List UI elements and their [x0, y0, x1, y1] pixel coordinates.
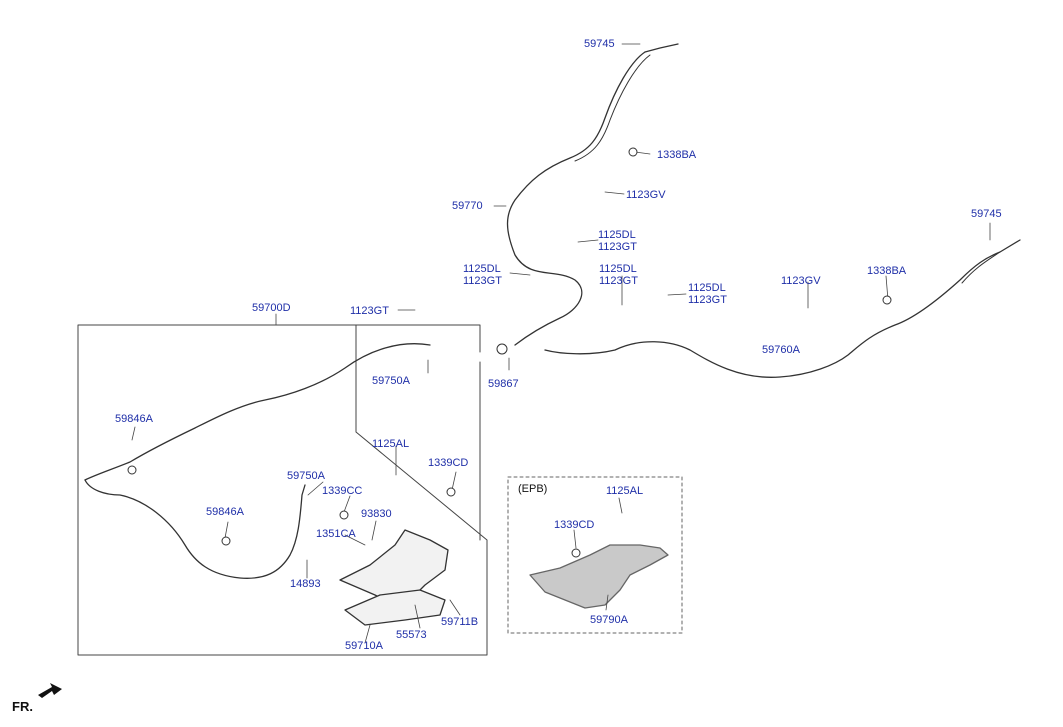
part-1125DL-d[interactable]: 1125DL — [688, 282, 726, 294]
part-1123GV-right[interactable]: 1123GV — [781, 275, 821, 287]
part-59710A[interactable]: 59710A — [345, 640, 383, 652]
part-1339CD[interactable]: 1339CD — [428, 457, 469, 469]
part-59760A[interactable]: 59760A — [762, 344, 800, 356]
part-1339CD-epb[interactable]: 1339CD — [554, 519, 595, 531]
part-59711B[interactable]: 59711B — [441, 616, 479, 628]
part-1123GV-top[interactable]: 1123GV — [626, 189, 666, 201]
front-arrow-icon — [38, 683, 62, 698]
part-1123GT-b[interactable]: 1123GT — [463, 275, 502, 287]
part-1339CC[interactable]: 1339CC — [322, 485, 363, 497]
part-1123GT-e[interactable]: 1123GT — [350, 305, 389, 317]
part-59745-top[interactable]: 59745 — [584, 38, 615, 50]
part-59745-right[interactable]: 59745 — [971, 208, 1002, 220]
part-93830[interactable]: 93830 — [361, 508, 392, 520]
part-59750A-top[interactable]: 59750A — [372, 375, 410, 387]
part-59750A-low[interactable]: 59750A — [287, 470, 325, 482]
epb-label: (EPB) — [518, 483, 548, 495]
part-59846A-b[interactable]: 59846A — [206, 506, 244, 518]
epb-bracket — [529, 544, 669, 609]
leader-lines — [131, 43, 991, 644]
front-cable-upper — [84, 343, 431, 481]
part-59790A[interactable]: 59790A — [590, 614, 628, 626]
part-14893[interactable]: 14893 — [290, 578, 321, 590]
part-1125DL-a[interactable]: 1125DL — [598, 229, 636, 241]
part-59867[interactable]: 59867 — [488, 378, 519, 390]
part-1338BA-top[interactable]: 1338BA — [657, 149, 697, 161]
part-1123GT-c[interactable]: 1123GT — [599, 275, 638, 287]
part-1125AL-epb[interactable]: 1125AL — [606, 485, 644, 497]
part-55573[interactable]: 55573 — [396, 629, 427, 641]
part-1125DL-c[interactable]: 1125DL — [599, 263, 637, 275]
part-59700D[interactable]: 59700D — [252, 302, 291, 314]
part-1351CA[interactable]: 1351CA — [316, 528, 356, 540]
cable-59760A — [544, 239, 1021, 378]
cable-59770 — [506, 51, 646, 346]
part-59770[interactable]: 59770 — [452, 200, 483, 212]
front-direction-label: FR. — [12, 699, 33, 714]
epb-box — [507, 476, 683, 634]
front-cable-lower — [84, 479, 306, 579]
assembly-box-59700D — [77, 324, 488, 656]
part-59846A-a[interactable]: 59846A — [115, 413, 153, 425]
part-1125DL-b[interactable]: 1125DL — [463, 263, 501, 275]
part-1125AL[interactable]: 1125AL — [372, 438, 410, 450]
part-1123GT-d[interactable]: 1123GT — [688, 294, 727, 306]
cable-59770-sheath — [574, 54, 651, 162]
part-1123GT-a[interactable]: 1123GT — [598, 241, 637, 253]
part-1338BA-right[interactable]: 1338BA — [867, 265, 907, 277]
